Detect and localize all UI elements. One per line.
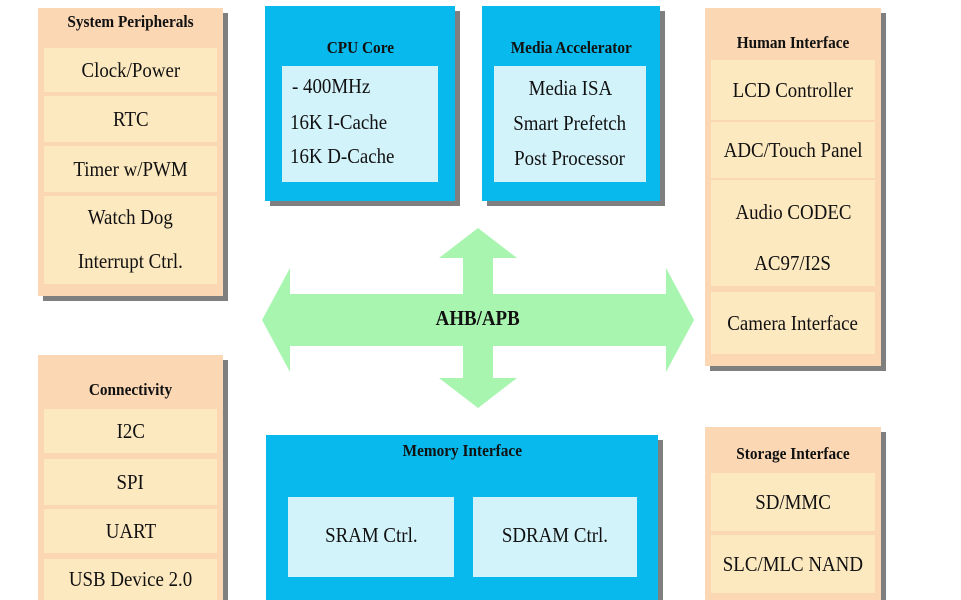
system-peripherals-block: System Peripherals Clock/Power RTC Timer… [38,8,223,296]
storage-interface-title: Storage Interface [736,444,850,463]
list-item: SLC/MLC NAND [711,535,875,593]
sdram-controller-label: SDRAM Ctrl. [501,523,609,547]
list-item: Timer w/PWM [44,146,217,192]
list-item: SD/MMC [711,473,875,531]
connectivity-title: Connectivity [88,380,173,399]
cpu-core-line: 16K D-Cache [290,144,395,168]
memory-interface-title: Memory Interface [402,441,522,460]
media-accelerator-block: Media Accelerator Media ISA Smart Prefet… [482,6,660,201]
human-interface-title: Human Interface [736,33,850,52]
cpu-core-block: CPU Core - 400MHz 16K I-Cache 16K D-Cach… [265,6,455,201]
list-item: ADC/Touch Panel [711,122,875,178]
list-item: Camera Interface [711,292,875,354]
media-accelerator-line: Media ISA [528,76,612,100]
media-accelerator-line: Smart Prefetch [513,111,627,135]
list-item: Audio CODEC [711,180,875,244]
list-item: Watch Dog [44,196,217,238]
sdram-controller: SDRAM Ctrl. [473,497,637,577]
storage-interface-block: Storage Interface SD/MMC SLC/MLC NAND [705,427,881,600]
sram-controller-label: SRAM Ctrl. [324,523,418,547]
cpu-core-title: CPU Core [326,38,394,57]
list-item: AC97/I2S [711,240,875,286]
sram-controller: SRAM Ctrl. [288,497,454,577]
media-accelerator-line: Post Processor [514,146,626,170]
list-item: USB Device 2.0 [44,559,217,600]
bus-vertical-arrow [439,228,517,408]
human-interface-block: Human Interface LCD Controller ADC/Touch… [705,8,881,366]
cpu-core-line: 16K I-Cache [290,110,388,134]
connectivity-block: Connectivity I2C SPI UART USB Device 2.0 [38,355,223,600]
system-peripherals-title: System Peripherals [67,12,194,31]
media-accelerator-details: Media ISA Smart Prefetch Post Processor [494,66,646,182]
memory-interface-block: Memory Interface SRAM Ctrl. SDRAM Ctrl. [266,435,658,600]
media-accelerator-title: Media Accelerator [510,38,632,57]
list-item: SPI [44,459,217,505]
cpu-core-details: - 400MHz 16K I-Cache 16K D-Cache [282,66,438,182]
list-item: I2C [44,409,217,453]
list-item: RTC [44,96,217,142]
cpu-core-line: - 400MHz [292,74,371,98]
list-item: LCD Controller [711,60,875,120]
bus-label: AHB/APB [435,306,521,330]
list-item: Interrupt Ctrl. [44,238,217,284]
list-item: UART [44,509,217,553]
list-item: Clock/Power [44,48,217,92]
